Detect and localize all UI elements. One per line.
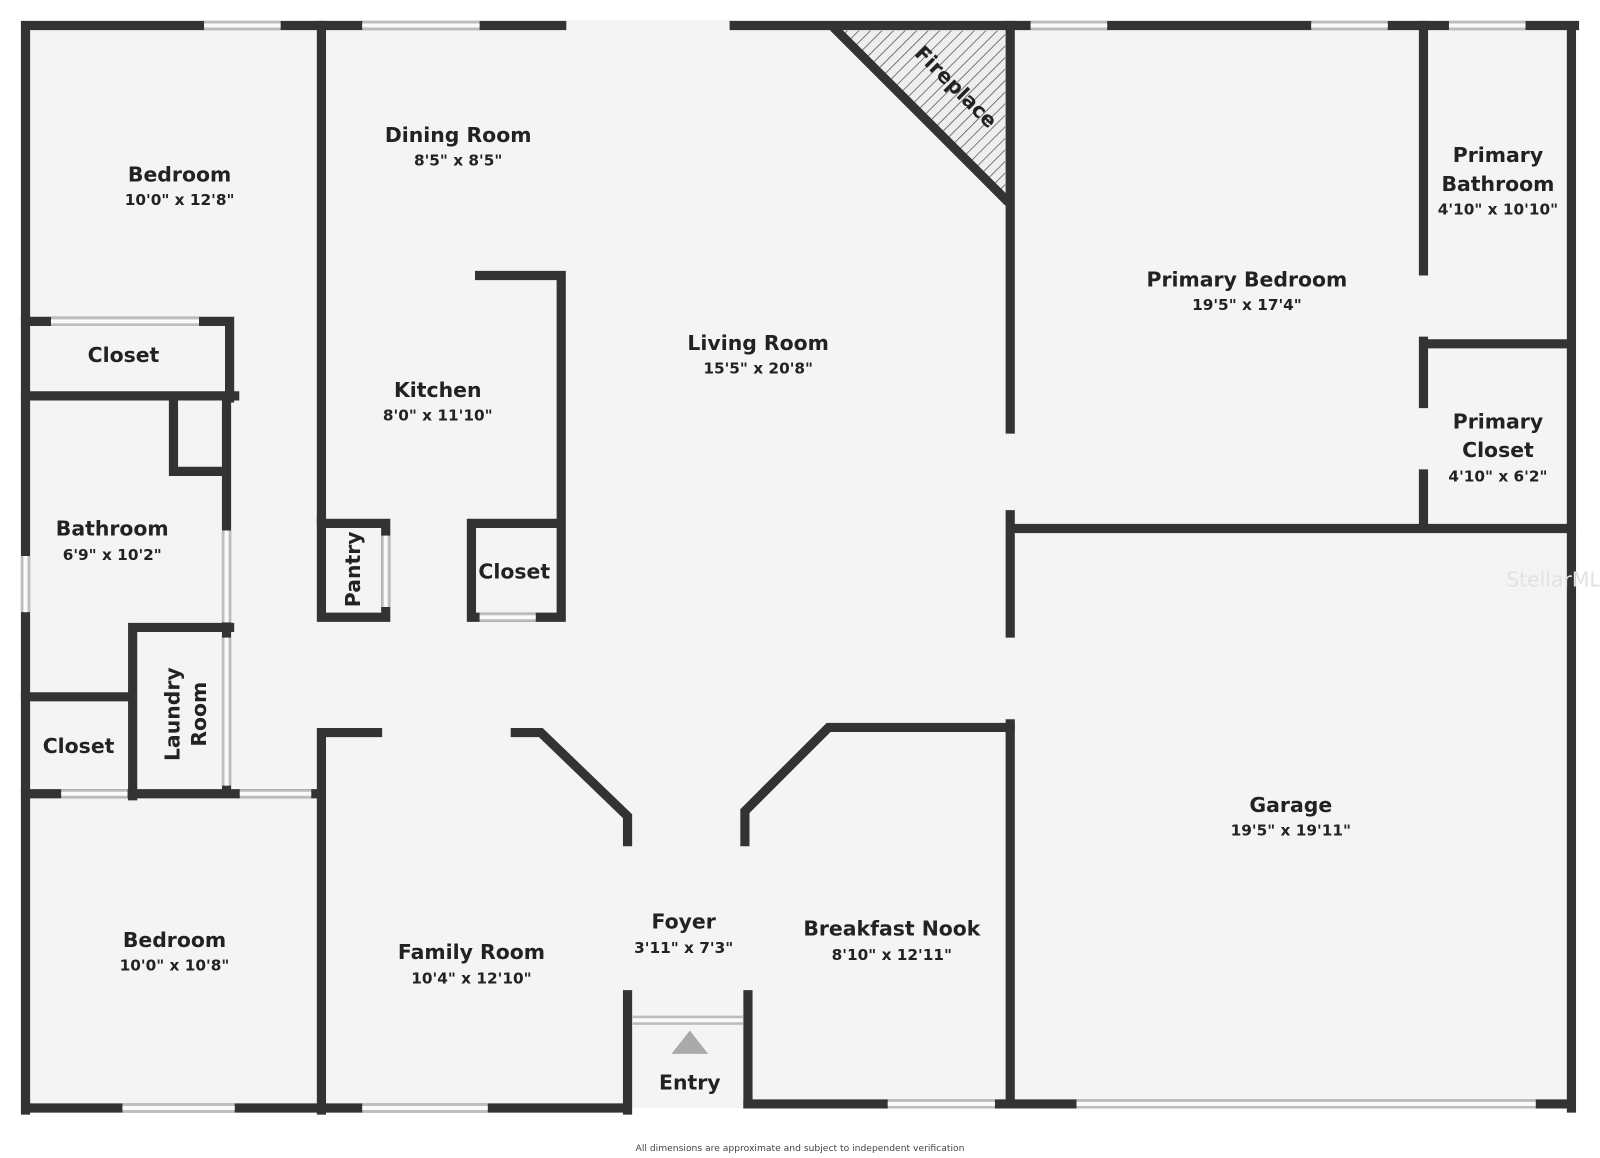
room-dim: 4'10" x 10'10" <box>1438 200 1558 218</box>
room-dim: 10'0" x 10'8" <box>120 956 230 974</box>
room-name-line2: Room <box>187 682 211 747</box>
room-laundry: Laundry <box>161 667 185 761</box>
room-garage: Garage <box>1249 793 1332 817</box>
room-dim: 19'5" x 19'11" <box>1231 822 1351 840</box>
floor <box>25 25 1572 1109</box>
footer-disclaimer: All dimensions are approximate and subje… <box>636 1143 965 1154</box>
room-dining: Dining Room <box>385 123 532 147</box>
room-dim: 10'0" x 12'8" <box>125 191 235 209</box>
room-bedroom-2: Bedroom <box>123 928 226 952</box>
room-dim: 8'0" x 11'10" <box>383 406 493 424</box>
room-family: Family Room <box>398 940 545 964</box>
room-dim: 6'9" x 10'2" <box>63 546 162 564</box>
room-closet-2: Closet <box>43 734 115 758</box>
windows <box>20 19 1536 1113</box>
room-foyer: Foyer <box>652 909 716 933</box>
room-dim: 8'5" x 8'5" <box>414 151 502 169</box>
room-closet-kitchen: Closet <box>478 559 550 583</box>
room-dim: 3'11" x 7'3" <box>634 939 733 957</box>
room-primary-closet: Primary <box>1453 410 1543 434</box>
room-bedroom-1: Bedroom <box>128 163 231 187</box>
room-dim: 8'10" x 12'11" <box>832 946 952 964</box>
entry-arrow-icon <box>671 1030 709 1054</box>
room-primary-bathroom: Primary <box>1453 143 1543 167</box>
room-bathroom: Bathroom <box>56 517 169 541</box>
room-name-line2: Bathroom <box>1442 172 1555 196</box>
watermark: StellarMLS <box>1506 568 1600 592</box>
room-primary-bedroom: Primary Bedroom <box>1147 268 1348 292</box>
room-name-line2: Closet <box>1462 438 1534 462</box>
room-dim: 4'10" x 6'2" <box>1448 468 1547 486</box>
room-entry: Entry <box>659 1071 721 1095</box>
room-breakfast-nook: Breakfast Nook <box>803 917 980 941</box>
room-kitchen: Kitchen <box>394 378 482 402</box>
room-pantry: Pantry <box>341 531 365 607</box>
room-dim: 19'5" x 17'4" <box>1192 296 1302 314</box>
room-dim: 15'5" x 20'8" <box>703 359 813 377</box>
room-closet-1: Closet <box>88 343 160 367</box>
room-dim: 10'4" x 12'10" <box>411 970 531 988</box>
room-living: Living Room <box>687 331 828 355</box>
